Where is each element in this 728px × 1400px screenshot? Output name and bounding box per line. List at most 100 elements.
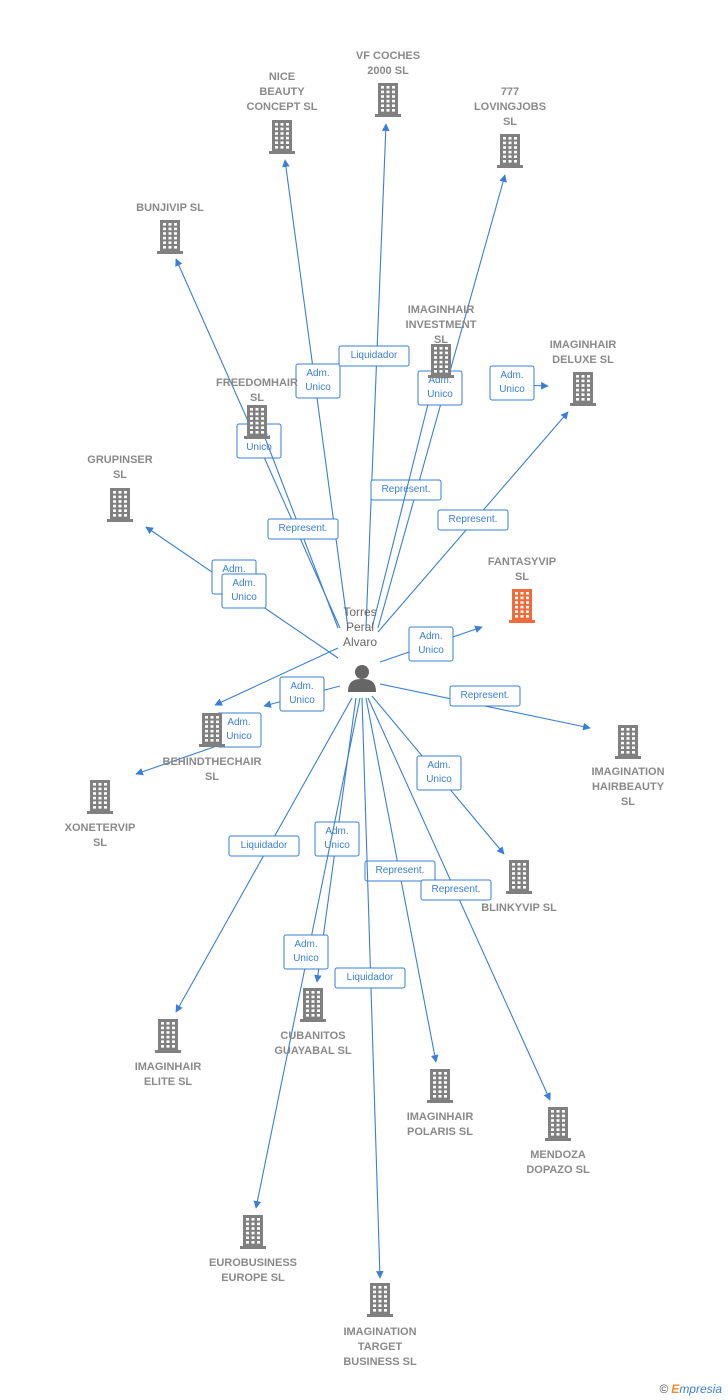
building-icon[interactable] <box>87 780 113 814</box>
edge-label-text: Unico <box>418 645 444 656</box>
edge-label-text: Unico <box>499 384 525 395</box>
building-icon[interactable] <box>509 589 535 623</box>
company-name: XONETERVIP <box>65 822 136 834</box>
edge-label[interactable]: Adm.Unico <box>283 934 329 970</box>
company-name: GRUPINSER <box>87 454 152 466</box>
company-name: BLINKYVIP SL <box>481 902 557 914</box>
edge-label[interactable]: Liquidador <box>228 835 300 857</box>
company-name: SL <box>503 116 517 128</box>
edge-label[interactable]: Represent. <box>364 860 436 882</box>
edge-bunjivip: Adm.Unico <box>175 258 341 629</box>
company-node-fantasyvip[interactable]: FANTASYVIP SL <box>488 556 556 623</box>
building-icon[interactable] <box>240 1215 266 1249</box>
edge-target: Liquidador <box>334 697 406 1279</box>
company-name: BUNJIVIP SL <box>136 202 204 214</box>
company-name: NICE <box>269 71 295 83</box>
company-name: POLARIS SL <box>407 1126 473 1138</box>
company-name: IMAGINHAIR <box>407 1111 474 1123</box>
edge-label-text: Represent. <box>376 865 425 876</box>
edge-deluxe: Represent. <box>377 411 569 633</box>
building-icon[interactable] <box>367 1283 393 1317</box>
building-icon[interactable] <box>570 372 596 406</box>
edge-blinkyvip: Adm.Unico <box>371 695 505 855</box>
company-name: FREEDOMHAIR <box>216 377 298 389</box>
building-icon[interactable] <box>107 488 133 522</box>
building-icon[interactable] <box>157 220 183 254</box>
edge-label[interactable]: Adm.Unico <box>216 712 262 748</box>
edge-label-text: Liquidador <box>351 350 398 361</box>
edge-hairbeauty: Represent. <box>379 683 591 731</box>
building-icon[interactable] <box>155 1019 181 1053</box>
edge-elite: Liquidador <box>175 697 353 1013</box>
company-node-grupinser[interactable]: GRUPINSER SL <box>87 454 153 522</box>
company-node-polaris[interactable]: IMAGINHAIR POLARIS SL <box>407 1069 474 1138</box>
edge-label[interactable]: Adm.Unico <box>221 573 267 609</box>
edge-label-text: Unico <box>293 953 319 964</box>
building-icon[interactable] <box>428 344 454 378</box>
edge-label-text: Represent. <box>461 690 510 701</box>
building-icon[interactable] <box>244 405 270 439</box>
edge-label-text: Adm. <box>306 368 329 379</box>
company-name: SL <box>113 469 127 481</box>
building-icon[interactable] <box>497 134 523 168</box>
edge-label-text: Represent. <box>432 884 481 895</box>
edge-line <box>365 123 390 629</box>
company-name: GUAYABAL SL <box>274 1045 352 1057</box>
company-node-blinkyvip[interactable]: BLINKYVIP SL <box>481 860 557 914</box>
building-icon[interactable] <box>506 860 532 894</box>
company-name: ELITE SL <box>144 1076 193 1088</box>
edge-label[interactable]: Adm.Unico <box>314 821 360 857</box>
edge-label[interactable]: Adm.Unico <box>279 676 325 712</box>
edge-label[interactable]: Represent. <box>437 509 509 531</box>
company-name: FANTASYVIP <box>488 556 556 568</box>
building-icon[interactable] <box>427 1069 453 1103</box>
company-name: SL <box>515 571 529 583</box>
building-icon[interactable] <box>199 713 225 747</box>
edge-label-text: Adm. <box>500 370 523 381</box>
company-name: IMAGINATION <box>591 766 664 778</box>
building-icon[interactable] <box>269 120 295 154</box>
edge-label[interactable]: Adm.Unico <box>295 363 341 399</box>
edge-label[interactable]: Liquidador <box>334 967 406 989</box>
building-icon[interactable] <box>300 988 326 1022</box>
building-icon[interactable] <box>545 1107 571 1141</box>
edge-label-text: Represent. <box>382 484 431 495</box>
company-name: VF COCHES <box>356 50 420 62</box>
company-node-bunjivip[interactable]: BUNJIVIP SL <box>136 202 204 254</box>
edge-label[interactable]: Adm. Unico <box>489 365 535 401</box>
company-name: MENDOZA <box>530 1149 586 1161</box>
building-icon[interactable] <box>615 725 641 759</box>
edge-label[interactable]: Represent. <box>267 518 339 540</box>
edge-label[interactable]: Adm.Unico <box>408 626 454 662</box>
building-icon[interactable] <box>375 83 401 117</box>
edge-label-text: Adm. <box>290 681 313 692</box>
edge-label[interactable]: Liquidador <box>338 345 410 367</box>
person-icon[interactable] <box>348 665 376 692</box>
edge-label[interactable]: Adm.Unico <box>416 755 462 791</box>
edge-label[interactable]: Represent. <box>420 879 492 901</box>
edge-xonetervip: Adm.Unico <box>263 676 341 712</box>
company-name: EUROBUSINESS <box>209 1257 297 1269</box>
edge-label-text: Liquidador <box>241 840 288 851</box>
edge-label[interactable]: Represent. <box>449 685 521 707</box>
company-name: TARGET <box>358 1341 403 1353</box>
edge-label-text: Unico <box>427 389 453 400</box>
brand-name: mpresia <box>679 1382 722 1396</box>
